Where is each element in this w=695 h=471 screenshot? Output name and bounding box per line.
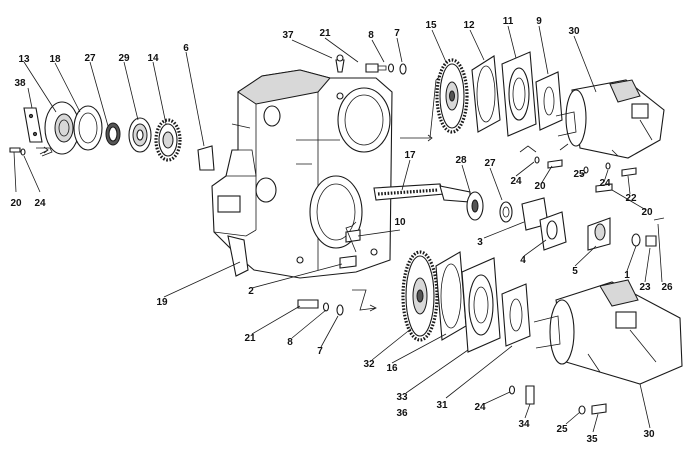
washer-1 <box>631 233 641 247</box>
callout-30: 30 <box>643 429 655 440</box>
washer-8-bottom <box>322 302 330 312</box>
bolt-21-top <box>365 63 379 73</box>
shaft-components <box>339 183 665 269</box>
callout-8: 8 <box>368 30 374 41</box>
callout-27: 27 <box>484 158 496 169</box>
callout-1: 1 <box>624 270 630 281</box>
callout-4: 4 <box>520 255 526 266</box>
callout-13: 13 <box>18 54 30 65</box>
callout-21: 21 <box>244 333 256 344</box>
callout-24: 24 <box>474 402 486 413</box>
bolt-35 <box>591 403 607 415</box>
gear-32 <box>401 250 439 342</box>
callout-7: 7 <box>317 346 323 357</box>
callout-35: 35 <box>586 434 598 445</box>
callout-20: 20 <box>534 181 546 192</box>
leader-lines <box>13 25 663 433</box>
callout-36: 36 <box>396 408 408 419</box>
callout-29: 29 <box>118 53 130 64</box>
callout-17: 17 <box>404 150 416 161</box>
seal-27-right <box>499 201 513 223</box>
callout-37: 37 <box>282 30 294 41</box>
plug-10 <box>345 229 361 243</box>
gasket-16 <box>435 251 467 341</box>
bolt-20-mid <box>547 159 563 169</box>
gasket-12 <box>471 55 501 133</box>
callout-16: 16 <box>386 363 398 374</box>
lower-drive-components <box>297 250 683 415</box>
screw-20-left <box>9 147 21 153</box>
callout-23: 23 <box>639 282 651 293</box>
callout-18: 18 <box>49 54 61 65</box>
bracket-38 <box>23 107 43 143</box>
callout-5: 5 <box>572 266 578 277</box>
callout-28: 28 <box>455 155 467 166</box>
callout-34: 34 <box>518 419 530 430</box>
gear-15 <box>435 58 469 134</box>
washer-24-right <box>605 162 611 170</box>
callout-24: 24 <box>599 178 611 189</box>
callout-25: 25 <box>573 169 585 180</box>
callout-21: 21 <box>319 28 331 39</box>
callout-30: 30 <box>568 26 580 37</box>
gasket-18 <box>73 105 103 151</box>
upper-drive-components <box>335 51 665 193</box>
callout-8: 8 <box>287 337 293 348</box>
bolt-21-bottom <box>297 299 319 309</box>
callout-14: 14 <box>147 53 159 64</box>
gasket-9 <box>535 71 563 131</box>
callout-9: 9 <box>536 16 542 27</box>
callout-24: 24 <box>510 176 522 187</box>
callout-24: 24 <box>34 198 46 209</box>
callout-32: 32 <box>363 359 375 370</box>
callout-22: 22 <box>625 193 637 204</box>
left-components <box>9 101 215 171</box>
callout-3: 3 <box>477 237 483 248</box>
callout-11: 11 <box>503 16 514 27</box>
callout-27: 27 <box>84 53 96 64</box>
callout-25: 25 <box>556 424 568 435</box>
callout-38: 38 <box>14 78 26 89</box>
washer-7-top <box>399 63 407 75</box>
plug-2 <box>339 255 357 269</box>
hydraulic-motor-30-top <box>571 79 665 159</box>
gear-14 <box>154 118 182 162</box>
washer-25-bottom <box>578 405 586 415</box>
breather-37 <box>335 59 345 73</box>
washer-24-mid <box>534 156 540 164</box>
bolt-22 <box>621 167 637 177</box>
callout-33: 33 <box>396 392 408 403</box>
sleeve-6 <box>197 145 215 171</box>
callout-10: 10 <box>394 217 406 228</box>
washer-8-top <box>387 63 395 73</box>
washer-24-bottom <box>508 385 516 395</box>
washer-24-left <box>20 148 26 156</box>
washer-7-bottom <box>336 304 344 316</box>
callout-7: 7 <box>394 28 400 39</box>
pin-26 <box>653 217 665 221</box>
callout-19: 19 <box>156 297 168 308</box>
washer-25-top <box>583 166 589 174</box>
callout-31: 31 <box>436 400 448 411</box>
callout-15: 15 <box>425 20 437 31</box>
callout-labels: 13 18 27 29 14 6 38 20 24 37 21 8 7 15 1… <box>10 16 673 445</box>
callout-12: 12 <box>463 20 475 31</box>
callout-26: 26 <box>661 282 673 293</box>
callout-20: 20 <box>641 207 653 218</box>
gasket-31 <box>501 283 531 347</box>
callout-6: 6 <box>183 43 189 54</box>
callout-20: 20 <box>10 198 22 209</box>
callout-2: 2 <box>248 286 254 297</box>
nut-23 <box>645 235 657 247</box>
bolt-34 <box>525 385 535 405</box>
gearbox-housing <box>211 69 393 279</box>
